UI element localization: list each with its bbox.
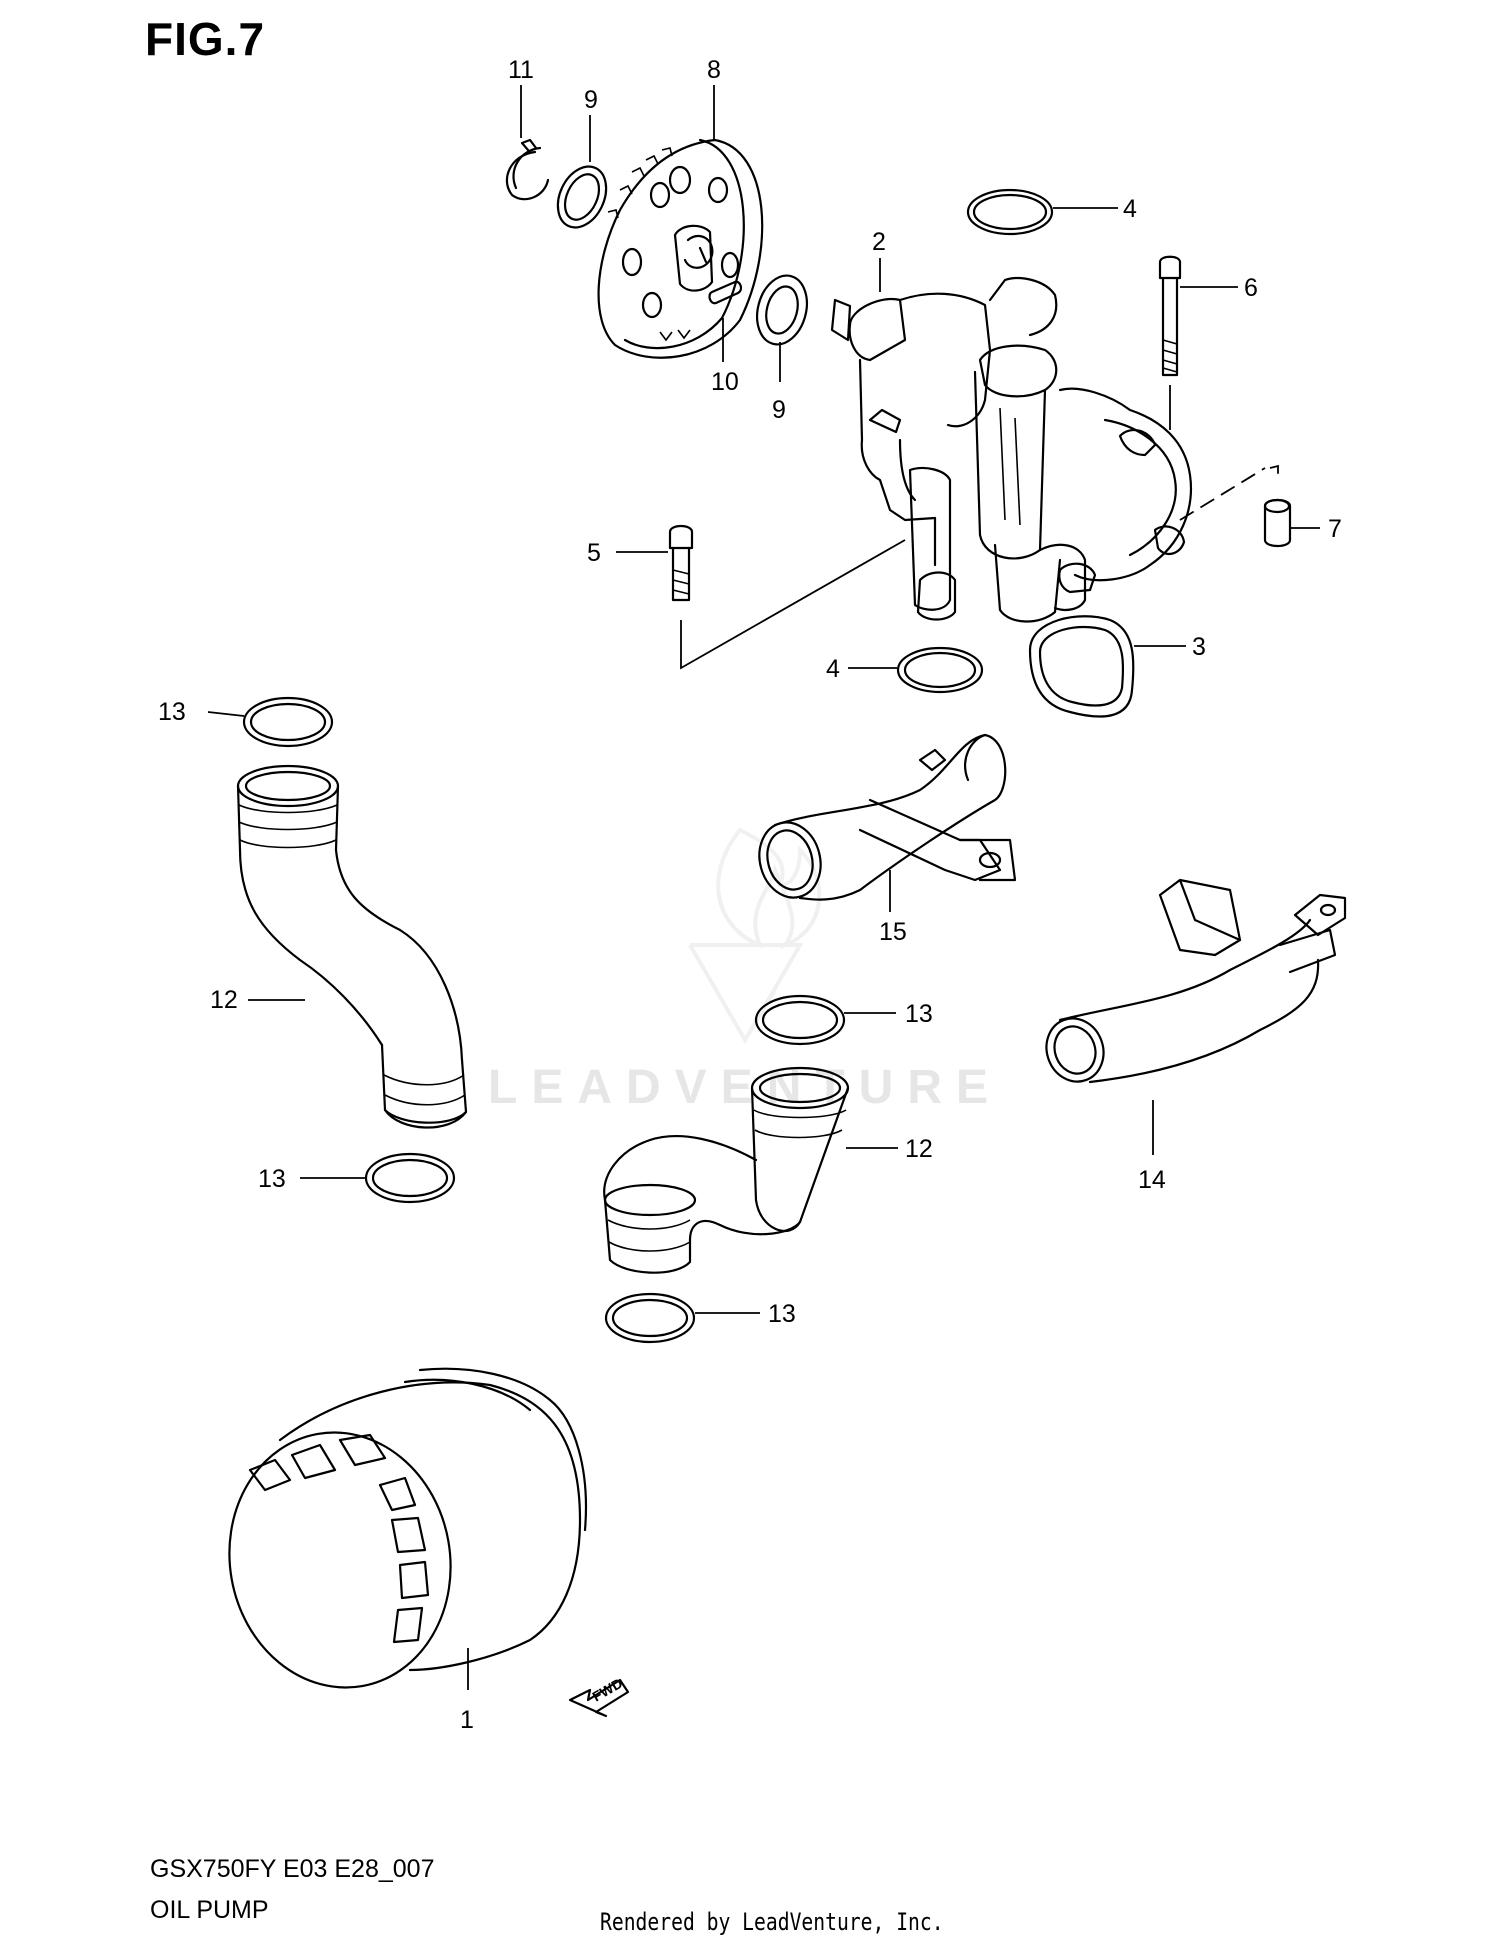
pipe-part-12-left <box>236 764 468 1129</box>
callout-6: 6 <box>1244 274 1258 302</box>
callout-13-c: 13 <box>258 1165 286 1193</box>
oil-filter-part-1 <box>228 1367 588 1690</box>
callout-12-center: 12 <box>905 1135 933 1163</box>
circlip-part-11 <box>505 138 550 201</box>
callout-13-b: 13 <box>905 1000 933 1028</box>
pin-part-10 <box>708 280 743 305</box>
bolt-part-6 <box>1158 255 1182 430</box>
bolt-part-5 <box>668 524 906 670</box>
watermark-logo <box>688 827 822 1044</box>
callout-12-left: 12 <box>210 986 238 1014</box>
callout-8: 8 <box>707 56 721 84</box>
model-code: GSX750FY E03 E28_007 <box>150 1855 435 1883</box>
leader-lines <box>207 85 1320 1314</box>
callout-11: 11 <box>508 56 534 84</box>
callout-3: 3 <box>1192 633 1206 661</box>
pipe-part-15 <box>758 733 1017 901</box>
callout-15: 15 <box>879 918 907 946</box>
callout-9-upper: 9 <box>584 86 598 114</box>
callout-9-lower: 9 <box>772 396 786 424</box>
callout-7: 7 <box>1328 515 1342 543</box>
o-ring-part-13-a <box>242 696 334 748</box>
diagram-name: OIL PUMP <box>150 1896 269 1924</box>
callout-13-d: 13 <box>768 1300 796 1328</box>
o-ring-part-13-c <box>754 994 846 1046</box>
callout-2: 2 <box>872 228 886 256</box>
washer-part-9-lower <box>756 274 808 346</box>
pipe-part-14 <box>1045 878 1347 1084</box>
o-ring-part-13-d <box>604 1292 696 1344</box>
pipe-part-12-center <box>603 1066 850 1274</box>
o-ring-part-4-upper <box>966 188 1054 236</box>
callout-5: 5 <box>587 539 601 567</box>
forward-arrow-icon: FWD <box>568 1675 630 1718</box>
callout-1: 1 <box>460 1706 474 1734</box>
callout-4-upper: 4 <box>1123 195 1137 223</box>
o-ring-part-13-b <box>364 1152 456 1204</box>
washer-part-9-upper <box>556 165 608 229</box>
figure-title: FIG.7 <box>145 13 266 65</box>
pump-body-part-2 <box>830 277 1192 623</box>
callout-14: 14 <box>1138 1166 1166 1194</box>
callout-4-lower: 4 <box>826 655 840 683</box>
render-credit: Rendered by LeadVenture, Inc. <box>600 1908 944 1936</box>
callout-10: 10 <box>711 368 739 396</box>
watermark-text: LEADVENTURE <box>488 1061 1003 1114</box>
dowel-part-7 <box>1179 464 1292 548</box>
gasket-part-3 <box>1028 615 1135 718</box>
gear-part-8 <box>597 138 764 359</box>
callout-13-a: 13 <box>158 698 186 726</box>
o-ring-part-4-lower <box>896 646 984 694</box>
